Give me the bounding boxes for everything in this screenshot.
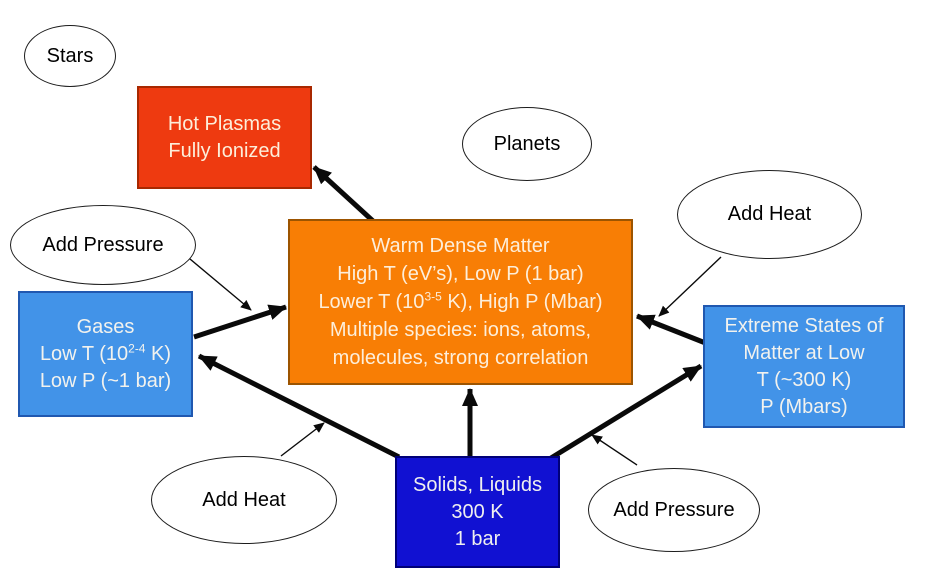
box-warm-dense-matter-line: molecules, strong correlation bbox=[332, 347, 589, 369]
arrow-solids-to-gases bbox=[197, 353, 401, 460]
ellipse-add-pressure-right-label: Add Pressure bbox=[613, 498, 735, 521]
box-extreme-states-line: P (Mbars) bbox=[760, 395, 848, 418]
ellipse-add-heat-right: Add Heat bbox=[677, 170, 862, 259]
box-extreme-states-line: T (~300 K) bbox=[756, 368, 852, 391]
ellipse-planets: Planets bbox=[462, 107, 592, 181]
ellipse-stars-label: Stars bbox=[46, 44, 94, 67]
box-hot-plasmas: Hot Plasmas Fully Ionized bbox=[137, 86, 312, 189]
box-gases-line: Low P (~1 bar) bbox=[39, 369, 172, 392]
box-hot-plasmas-line: Fully Ionized bbox=[168, 139, 281, 162]
ellipse-add-heat-left-label: Add Heat bbox=[202, 488, 286, 511]
ellipse-add-pressure-right: Add Pressure bbox=[588, 468, 760, 552]
box-solids-liquids-line: 1 bar bbox=[454, 527, 501, 550]
annotation-arrow-add-pressure-right bbox=[591, 434, 638, 466]
ellipse-add-heat-left: Add Heat bbox=[151, 456, 337, 544]
arrow-solids-to-extreme-states bbox=[549, 363, 703, 461]
box-warm-dense-matter-line: Warm Dense Matter bbox=[371, 235, 550, 257]
box-solids-liquids-line: Solids, Liquids bbox=[413, 473, 542, 496]
arrow-wdm-to-hot-plasmas bbox=[312, 165, 375, 223]
arrow-gases-to-wdm bbox=[193, 304, 287, 340]
arrow-extreme-states-to-wdm bbox=[636, 313, 709, 347]
box-solids-liquids-line: 300 K bbox=[451, 500, 504, 523]
box-warm-dense-matter-line: High T (eV’s), Low P (1 bar) bbox=[337, 263, 584, 285]
ellipse-add-heat-right-label: Add Heat bbox=[727, 203, 812, 225]
box-extreme-states-line: Extreme States of bbox=[724, 314, 884, 337]
box-extreme-states-line: Matter at Low bbox=[743, 341, 865, 364]
ellipse-planets-label: Planets bbox=[493, 132, 561, 155]
annotation-arrow-add-heat-left bbox=[280, 422, 325, 457]
box-solids-liquids: Solids, Liquids 300 K 1 bar bbox=[395, 456, 560, 568]
box-gases: Gases Low T (102-4 K) Low P (~1 bar) bbox=[18, 291, 193, 417]
box-extreme-states: Extreme States of Matter at Low T (~300 … bbox=[703, 305, 905, 428]
box-gases-line: Low T (102-4 K) bbox=[39, 340, 172, 365]
ellipse-stars: Stars bbox=[24, 25, 116, 87]
ellipse-add-pressure-left-label: Add Pressure bbox=[42, 233, 164, 256]
annotation-arrow-add-pressure-left bbox=[183, 253, 252, 311]
box-gases-line: Gases bbox=[76, 315, 135, 338]
ellipse-add-pressure-left: Add Pressure bbox=[10, 205, 196, 285]
box-hot-plasmas-line: Hot Plasmas bbox=[167, 112, 282, 135]
box-warm-dense-matter-line: Multiple species: ions, atoms, bbox=[329, 319, 592, 341]
box-warm-dense-matter-line: Lower T (103-5 K), High P (Mbar) bbox=[318, 289, 603, 313]
box-warm-dense-matter: Warm Dense Matter High T (eV’s), Low P (… bbox=[288, 219, 633, 385]
annotation-arrow-add-heat-right bbox=[658, 256, 722, 317]
